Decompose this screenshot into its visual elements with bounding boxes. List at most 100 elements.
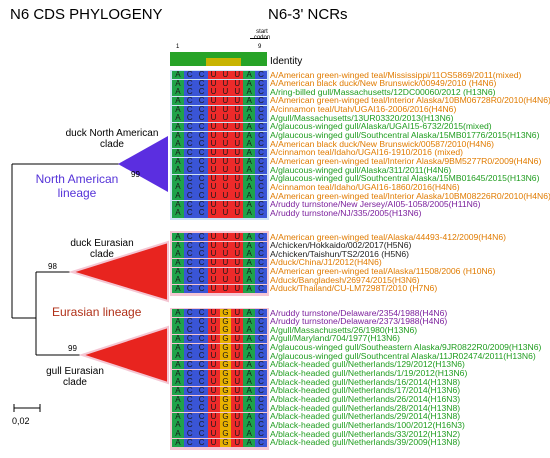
nucleotide-cell	[195, 113, 208, 123]
nucleotide-cell	[243, 79, 256, 88]
nucleotide-cell	[231, 343, 244, 352]
nucleotide-cell	[231, 87, 244, 97]
sequence-row	[172, 122, 267, 132]
nucleotide-cell	[207, 412, 220, 421]
nucleotide-cell	[243, 334, 256, 344]
nucleotide-cell	[195, 360, 208, 370]
nucleotide-cell	[243, 403, 256, 413]
nucleotide-cell	[183, 200, 196, 209]
nucleotide-cell	[172, 429, 184, 439]
nucleotide-cell	[172, 267, 184, 276]
nucleotide-cell	[231, 334, 244, 344]
nucleotide-cell	[172, 403, 184, 413]
strain-label: A/glaucous-winged gull/Southcentral Alas…	[270, 130, 540, 141]
nucleotide-cell	[172, 156, 184, 166]
nucleotide-cell	[172, 241, 184, 250]
nucleotide-cell	[183, 96, 196, 106]
nucleotide-cell	[183, 122, 196, 132]
nucleotide-cell	[219, 386, 232, 396]
nucleotide-cell	[243, 386, 256, 396]
sequence-row	[172, 96, 267, 106]
nucleotide-cell	[172, 369, 184, 378]
nucleotide-cell	[183, 429, 196, 439]
nucleotide-cell	[195, 79, 208, 88]
nucleotide-cell	[172, 412, 184, 421]
sequence-row	[172, 258, 267, 268]
strain-label: A/ruddy turnstone/Delaware/2373/1988(H4N…	[270, 316, 448, 327]
nucleotide-cell	[243, 308, 256, 318]
nucleotide-cell	[207, 429, 220, 439]
strain-label: A/black-headed gull/Netherlands/33/2012(…	[270, 428, 461, 439]
nucleotide-cell	[243, 438, 256, 447]
strain-label: A/ruddy turnstone/New Jersey/AI05-1058/2…	[270, 199, 481, 210]
nucleotide-cell	[255, 156, 267, 166]
nucleotide-cell	[207, 139, 220, 149]
nucleotide-cell	[207, 156, 220, 166]
start-codon-label: start codon	[254, 29, 270, 41]
nucleotide-cell	[172, 343, 184, 352]
nucleotide-cell	[207, 369, 220, 378]
nucleotide-cell	[183, 232, 196, 242]
nucleotide-cell	[195, 351, 208, 361]
nucleotide-cell	[195, 420, 208, 430]
nucleotide-cell	[219, 412, 232, 421]
nucleotide-cell	[207, 87, 220, 97]
nucleotide-cell	[195, 438, 208, 447]
nucleotide-cell	[183, 420, 196, 430]
nucleotide-cell	[195, 403, 208, 413]
nucleotide-cell	[195, 412, 208, 421]
nucleotide-cell	[183, 87, 196, 97]
nucleotide-cell	[231, 122, 244, 132]
nucleotide-cell	[231, 360, 244, 370]
sequence-row	[172, 208, 267, 218]
sequence-row	[172, 182, 267, 192]
nucleotide-cell	[219, 438, 232, 447]
nucleotide-cell	[255, 174, 267, 183]
eurasian-lineage-label: Eurasian lineage	[52, 305, 142, 319]
nucleotide-cell	[243, 275, 256, 285]
nucleotide-cell	[172, 275, 184, 285]
nucleotide-cell	[231, 200, 244, 209]
nucleotide-cell	[255, 343, 267, 352]
nucleotide-cell	[172, 105, 184, 114]
nucleotide-cell	[172, 351, 184, 361]
nucleotide-cell	[255, 386, 267, 396]
nucleotide-cell	[183, 249, 196, 259]
nucleotide-cell	[255, 70, 267, 80]
nucleotide-cell	[243, 241, 256, 250]
nucleotide-cell	[195, 200, 208, 209]
nucleotide-cell	[219, 208, 232, 218]
nucleotide-cell	[183, 258, 196, 268]
nucleotide-cell	[231, 232, 244, 242]
nucleotide-cell	[243, 191, 256, 201]
sequence-row	[172, 343, 267, 352]
nucleotide-cell	[219, 131, 232, 140]
nucleotide-cell	[195, 241, 208, 250]
nucleotide-cell	[195, 232, 208, 242]
nucleotide-cell	[243, 420, 256, 430]
nucleotide-cell	[172, 208, 184, 218]
nucleotide-cell	[231, 258, 244, 268]
sequence-row	[172, 165, 267, 175]
nucleotide-cell	[231, 208, 244, 218]
nucleotide-cell	[243, 343, 256, 352]
strain-label: A/duck/China/J1/2012(H4N6)	[270, 257, 382, 268]
sequence-row	[172, 334, 267, 344]
nucleotide-cell	[207, 438, 220, 447]
nucleotide-cell	[207, 79, 220, 88]
nucleotide-cell	[219, 403, 232, 413]
nucleotide-cell	[172, 96, 184, 106]
nucleotide-cell	[231, 438, 244, 447]
sequence-row	[172, 156, 267, 166]
sequence-row	[172, 70, 267, 80]
nucleotide-cell	[183, 148, 196, 158]
nucleotide-cell	[219, 420, 232, 430]
nucleotide-cell	[207, 232, 220, 242]
nucleotide-cell	[255, 182, 267, 192]
nucleotide-cell	[183, 174, 196, 183]
nucleotide-cell	[195, 386, 208, 396]
strain-label: A/cinnamon teal/Utah/UGAI16-2006/2016(H4…	[270, 104, 457, 115]
nucleotide-cell	[183, 182, 196, 192]
nucleotide-cell	[195, 87, 208, 97]
nucleotide-cell	[172, 438, 184, 447]
